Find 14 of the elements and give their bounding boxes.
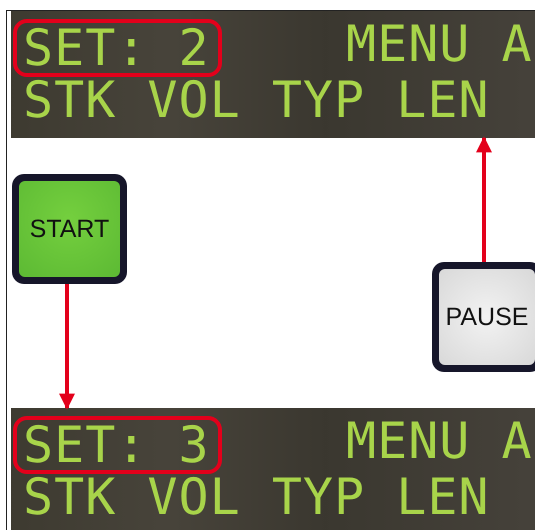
highlighted-display-text: SET: 3 [13, 416, 222, 474]
display-text: MENU A [346, 416, 533, 466]
arrow [59, 284, 75, 410]
arrow [476, 136, 492, 262]
highlighted-display-text: SET: 2 [13, 19, 222, 77]
display-text: STK VOL TYP LEN [23, 472, 490, 522]
display-text: MENU A [346, 19, 533, 69]
key-button [432, 262, 535, 372]
lcd-display [11, 11, 535, 138]
key-button [12, 174, 127, 284]
lcd-display [11, 408, 535, 530]
button-label: START [30, 214, 110, 244]
button-label: PAUSE [446, 302, 528, 332]
display-text: STK VOL TYP LEN [23, 75, 490, 125]
